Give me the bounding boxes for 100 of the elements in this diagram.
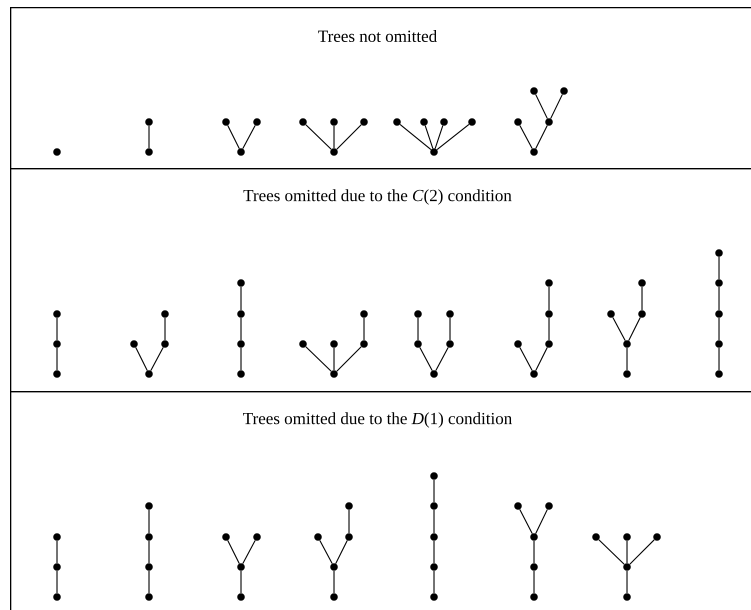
vertex-dot	[330, 370, 338, 378]
tree-edge	[718, 348, 720, 370]
tree-edge	[56, 570, 58, 594]
vertex-dot	[545, 340, 553, 348]
vertex-dot	[623, 533, 631, 541]
vertex-dot	[430, 533, 438, 541]
vertex-dot	[514, 118, 522, 126]
tree-edge	[164, 318, 166, 340]
tree-edge	[335, 540, 348, 564]
tree-edge	[135, 347, 148, 371]
vertex-dot	[145, 533, 153, 541]
vertex-dot	[545, 310, 553, 318]
vertex-dot	[514, 502, 522, 510]
vertex-dot	[430, 370, 438, 378]
vertex-dot	[53, 310, 61, 318]
tree-edge	[641, 286, 643, 310]
vertex-dot	[145, 370, 153, 378]
tree-edge	[333, 570, 335, 594]
vertex-dot	[446, 340, 454, 348]
vertex-dot	[468, 118, 476, 126]
vertex-dot	[653, 533, 661, 541]
tree-edge	[242, 540, 256, 564]
vertex-dot	[330, 340, 338, 348]
vertex-dot	[237, 279, 245, 287]
vertex-dot	[360, 118, 368, 126]
tree-edge	[333, 126, 335, 148]
tree-edge	[449, 318, 451, 340]
vertex-dot	[414, 340, 422, 348]
panel-heading: Trees not omitted	[318, 30, 437, 42]
vertex-dot	[330, 118, 338, 126]
vertex-dot	[237, 593, 245, 601]
vertex-dot	[607, 310, 615, 318]
tree-edge	[227, 125, 240, 149]
vertex-dot	[253, 533, 261, 541]
tree-edge	[227, 540, 240, 564]
tree-edge	[626, 348, 628, 370]
vertex-dot	[592, 533, 600, 541]
vertex-dot	[393, 118, 401, 126]
tree-edge	[629, 539, 655, 565]
vertex-dot	[314, 533, 322, 541]
tree-edge	[240, 286, 242, 310]
vertex-dot	[53, 593, 61, 601]
vertex-dot	[440, 118, 448, 126]
vertex-dot	[330, 148, 338, 156]
vertex-dot	[623, 340, 631, 348]
vertex-dot	[715, 340, 723, 348]
vertex-dot	[430, 563, 438, 571]
tree-edge	[336, 124, 362, 150]
vertex-dot	[715, 310, 723, 318]
tree-edge	[533, 540, 535, 564]
vertex-dot	[237, 370, 245, 378]
tree-edge	[626, 540, 628, 564]
vertex-dot	[530, 593, 538, 601]
tree-edge	[433, 510, 435, 534]
vertex-dot	[53, 370, 61, 378]
vertex-dot	[530, 533, 538, 541]
vertex-dot	[222, 118, 230, 126]
vertex-dot	[430, 593, 438, 601]
tree-edge	[433, 480, 435, 502]
tree-edge	[419, 347, 433, 371]
tree-edge	[148, 540, 150, 564]
tree-edge	[424, 126, 434, 148]
tree-edge	[550, 94, 563, 119]
vertex-dot	[130, 340, 138, 348]
vertex-dot	[638, 279, 646, 287]
tree-edge	[535, 347, 548, 371]
vertex-dot	[430, 472, 438, 480]
tree-edge	[56, 348, 58, 370]
vertex-dot	[530, 563, 538, 571]
tree-edge	[150, 347, 164, 371]
vertex-dot	[414, 310, 422, 318]
vertex-dot	[623, 563, 631, 571]
vertex-dot	[420, 118, 428, 126]
tree-edge	[148, 570, 150, 594]
vertex-dot	[145, 593, 153, 601]
tree-edge	[718, 286, 720, 310]
vertex-dot	[237, 310, 245, 318]
tree-edge	[434, 126, 444, 148]
tree-edge	[240, 318, 242, 340]
tree-edge	[436, 124, 470, 150]
tree-edge	[417, 318, 419, 340]
vertex-dot	[237, 148, 245, 156]
vertex-dot	[638, 310, 646, 318]
vertex-dot	[161, 340, 169, 348]
vertex-dot	[514, 340, 522, 348]
vertex-dot	[253, 118, 261, 126]
vertex-dot	[360, 310, 368, 318]
vertex-dot	[345, 502, 353, 510]
tree-edge	[612, 317, 626, 341]
tree-edge	[718, 256, 720, 280]
vertex-dot	[545, 502, 553, 510]
vertex-dot	[299, 340, 307, 348]
vertex-dot	[446, 310, 454, 318]
vertex-dot	[545, 118, 553, 126]
vertex-dot	[53, 340, 61, 348]
vertex-dot	[145, 502, 153, 510]
vertex-dot	[623, 593, 631, 601]
tree-edge	[56, 540, 58, 564]
tree-edge	[148, 126, 150, 148]
tree-edge	[433, 540, 435, 564]
